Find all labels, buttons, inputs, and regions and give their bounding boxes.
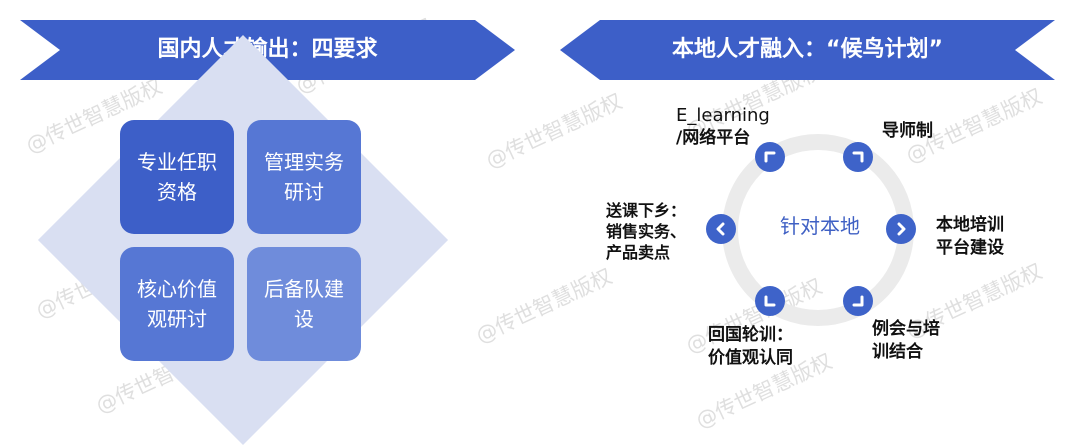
chevron-down-left-icon xyxy=(764,295,776,307)
chevron-up-left-icon xyxy=(764,151,776,163)
chevron-left-icon xyxy=(716,222,725,236)
background-diamond xyxy=(37,34,449,445)
tile-management-practice: 管理实务研讨 xyxy=(247,120,361,234)
label-rotation-training: 回国轮训： 价值观认同 xyxy=(708,324,793,370)
label-local-training: 本地培训 平台建设 xyxy=(936,214,1004,260)
left-banner: 国内人才输出：四要求 xyxy=(20,20,515,80)
label-regular-meetings: 例会与培 训结合 xyxy=(872,318,940,364)
right-banner-title: 本地人才融入：“候鸟计划” xyxy=(672,37,943,62)
watermark: @传世智慧版权 xyxy=(482,88,626,173)
label-line: 销售实务、 xyxy=(606,222,687,241)
node-bottom-left xyxy=(755,286,785,316)
label-line: 本地培训 xyxy=(936,215,1004,235)
node-bottom-right xyxy=(843,286,873,316)
label-line: /网络平台 xyxy=(676,128,751,148)
label-courses-to-field: 送课下乡： 销售实务、 产品卖点 xyxy=(606,200,686,263)
cycle-center-label: 针对本地 xyxy=(780,214,860,238)
chevron-right-icon xyxy=(897,222,906,236)
tile-label: 管理实务研讨 xyxy=(264,150,344,204)
tile-reserve-team: 后备队建设 xyxy=(247,247,361,361)
left-banner-title: 国内人才输出：四要求 xyxy=(157,37,378,62)
label-line: 例会与培 xyxy=(872,319,940,339)
left-banner-shape xyxy=(20,20,515,80)
label-mentorship: 导师制 xyxy=(882,120,933,143)
node-top-right xyxy=(843,142,873,172)
chevron-down-right-icon xyxy=(852,295,864,307)
label-line: 回国轮训： xyxy=(708,325,793,345)
tile-label: 后备队建设 xyxy=(264,277,344,331)
watermark: @传世智慧版权 xyxy=(472,263,616,348)
label-e-learning: E_learning /网络平台 xyxy=(676,104,770,150)
label-line: E_learning xyxy=(676,105,770,126)
label-line: 价值观认同 xyxy=(708,348,793,368)
tile-professional-qualification: 专业任职资格 xyxy=(120,120,234,234)
right-banner-shape xyxy=(560,20,1055,80)
label-line: 送课下乡： xyxy=(606,201,687,220)
label-line: 产品卖点 xyxy=(606,243,671,262)
label-line: 平台建设 xyxy=(936,238,1004,258)
node-left xyxy=(706,214,736,244)
tile-label: 专业任职资格 xyxy=(137,150,217,204)
label-line: 训结合 xyxy=(872,342,923,362)
node-right xyxy=(886,214,916,244)
right-banner: 本地人才融入：“候鸟计划” xyxy=(560,20,1055,80)
tile-core-values: 核心价值观研讨 xyxy=(120,247,234,361)
node-top-left xyxy=(755,142,785,172)
chevron-up-right-icon xyxy=(852,151,864,163)
tile-label: 核心价值观研讨 xyxy=(137,277,217,331)
label-line: 导师制 xyxy=(882,121,933,141)
